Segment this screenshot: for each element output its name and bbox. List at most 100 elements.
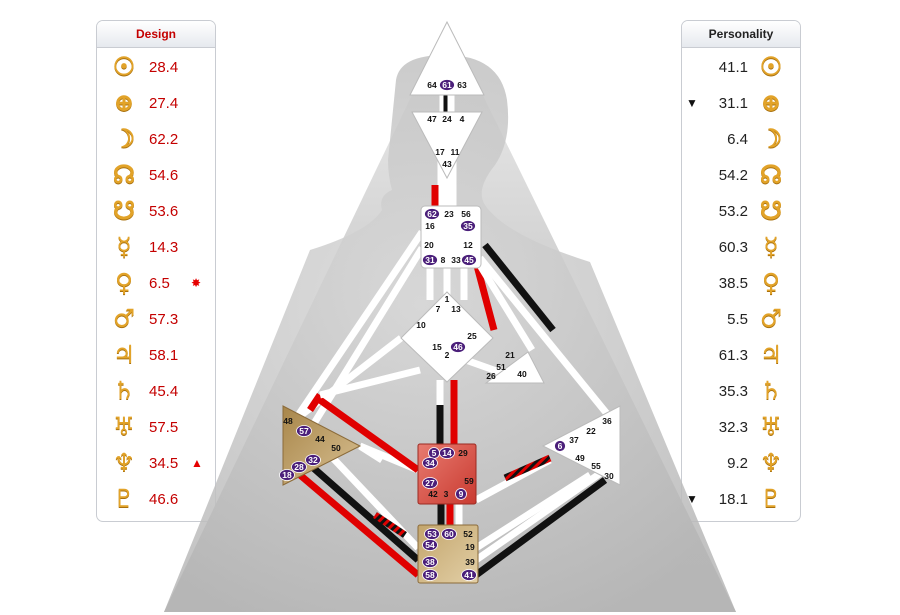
gate-number: 59 [464, 476, 474, 486]
personality-row: ♆9.2 [682, 446, 800, 482]
design-row: ♀6.5✸ [97, 266, 215, 302]
fixing-mark-icon: ▲ [191, 456, 203, 470]
gate-number: 7 [436, 304, 441, 314]
active-gate-marker [296, 425, 312, 437]
planet-glyph-icon: ♃ [759, 340, 783, 369]
gate-number: 35 [463, 221, 473, 231]
active-gate-marker [461, 254, 477, 266]
planet-glyph-icon: ☉ [112, 52, 136, 81]
gate-number: 8 [441, 255, 446, 265]
active-gate-marker [439, 447, 455, 459]
active-gate-marker [455, 488, 467, 500]
gate-23: 23 [444, 209, 454, 219]
gate-61: 61 [439, 79, 455, 91]
gate-line-value: 53.2 [718, 203, 748, 220]
design-title: Design [97, 21, 215, 48]
active-gate-marker [460, 220, 476, 232]
gate-44: 44 [315, 434, 325, 444]
gate-7: 7 [436, 304, 441, 314]
gate-number: 23 [444, 209, 454, 219]
gate-58: 58 [422, 569, 438, 581]
gate-20: 20 [424, 240, 434, 250]
gate-number: 3 [444, 489, 449, 499]
gate-39: 39 [465, 557, 475, 567]
channel-line [473, 467, 608, 563]
gate-15: 15 [432, 342, 442, 352]
channel-line [307, 393, 323, 412]
gate-number: 45 [464, 255, 474, 265]
gate-number: 26 [486, 371, 496, 381]
channel-line [475, 260, 535, 352]
gate-number: 50 [331, 443, 341, 453]
active-gate-marker [424, 208, 440, 220]
gate-line-value: 61.3 [718, 347, 748, 364]
gate-number: 6 [558, 441, 563, 451]
gate-number: 2 [445, 350, 450, 360]
planet-glyph-icon: ☉ [759, 52, 783, 81]
gate-37: 37 [569, 435, 579, 445]
gate-24: 24 [442, 114, 452, 124]
gate-21: 21 [505, 350, 515, 360]
gate-49: 49 [575, 453, 585, 463]
gate-29: 29 [458, 448, 468, 458]
gate-63: 63 [457, 80, 467, 90]
channel-line [474, 472, 592, 551]
gate-number: 5 [432, 448, 437, 458]
personality-row: ☿60.3 [682, 230, 800, 266]
planet-glyph-icon: ♅ [112, 412, 136, 441]
personality-row: ♃ 61.3 [682, 338, 800, 374]
active-gate-marker [461, 569, 477, 581]
gate-number: 51 [496, 362, 506, 372]
active-gate-marker [422, 477, 438, 489]
planet-glyph-icon: ☋ [112, 196, 136, 225]
channel-line [292, 230, 425, 422]
personality-panel: Personality ☉41.1⊕31.1▼☽6.4☊54.2☋53.2☿60… [681, 20, 801, 522]
gate-number: 48 [283, 416, 293, 426]
gate-28: 28 [291, 461, 307, 473]
active-gate-marker [450, 341, 466, 353]
gate-number: 9 [459, 489, 464, 499]
gate-number: 47 [427, 114, 437, 124]
gate-number: 39 [465, 557, 475, 567]
gate-number: 44 [315, 434, 325, 444]
active-gate-marker [291, 461, 307, 473]
ego-center [484, 351, 545, 384]
gate-number: 31 [425, 255, 435, 265]
gate-30: 30 [604, 471, 614, 481]
gate-number: 27 [425, 478, 435, 488]
gate-48: 48 [283, 416, 293, 426]
gate-26: 26 [486, 371, 496, 381]
fixing-mark-icon: ✸ [191, 276, 202, 290]
gate-line-value: 45.4 [149, 383, 179, 400]
gate-number: 14 [442, 448, 452, 458]
gate-46: 46 [450, 341, 466, 353]
active-gate-marker [554, 440, 566, 452]
planet-glyph-icon: ☊ [759, 160, 783, 189]
planet-glyph-icon: ♀ [761, 268, 781, 297]
gate-number: 28 [294, 462, 304, 472]
gate-5: 5 [428, 447, 440, 459]
gate-number: 57 [299, 426, 309, 436]
gate-number: 20 [424, 240, 434, 250]
gate-36: 36 [602, 416, 612, 426]
channel-line [307, 246, 425, 432]
gate-17: 17 [435, 147, 445, 157]
active-gate-marker [305, 454, 321, 466]
gate-64: 64 [427, 80, 437, 90]
planet-glyph-icon: ♄ [759, 376, 783, 405]
gate-line-value: 6.4 [727, 131, 748, 148]
gate-number: 52 [463, 529, 473, 539]
gate-56: 56 [461, 209, 471, 219]
personality-row: ☋53.2 [682, 194, 800, 230]
gate-57: 57 [296, 425, 312, 437]
gate-41: 41 [461, 569, 477, 581]
gate-line-value: 34.5 [149, 455, 179, 472]
gate-9: 9 [455, 488, 467, 500]
gate-number: 24 [442, 114, 452, 124]
design-row: ♂57.3 [97, 302, 215, 338]
channel-line [317, 397, 421, 473]
channel-line [503, 454, 552, 482]
gate-47: 47 [427, 114, 437, 124]
gate-line-value: 41.1 [718, 59, 748, 76]
